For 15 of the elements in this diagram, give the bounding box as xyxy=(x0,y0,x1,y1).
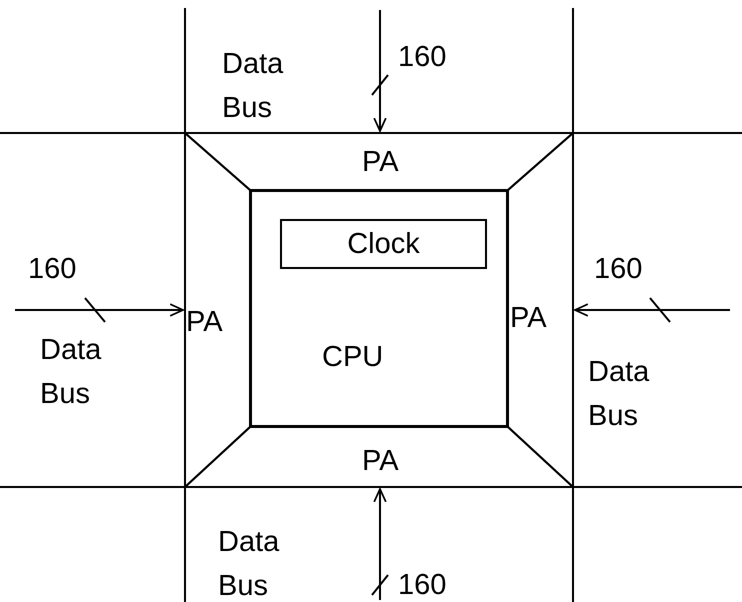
block-label: PA xyxy=(186,305,223,339)
cpu-block xyxy=(250,190,508,427)
bus-label: Data Bus xyxy=(588,355,650,434)
arrow xyxy=(15,303,184,317)
bus-label: Data Bus xyxy=(40,333,102,412)
arrow xyxy=(373,488,387,600)
block-label: CPU xyxy=(322,340,384,374)
block-label: PA xyxy=(362,145,399,179)
block-label: PA xyxy=(510,301,547,335)
arrow xyxy=(373,10,387,132)
clock-block: Clock xyxy=(280,219,487,269)
block-label: PA xyxy=(362,444,399,478)
arrow xyxy=(574,303,730,317)
bus-label: Data Bus xyxy=(218,525,280,602)
bus-label: Data Bus xyxy=(222,47,284,126)
